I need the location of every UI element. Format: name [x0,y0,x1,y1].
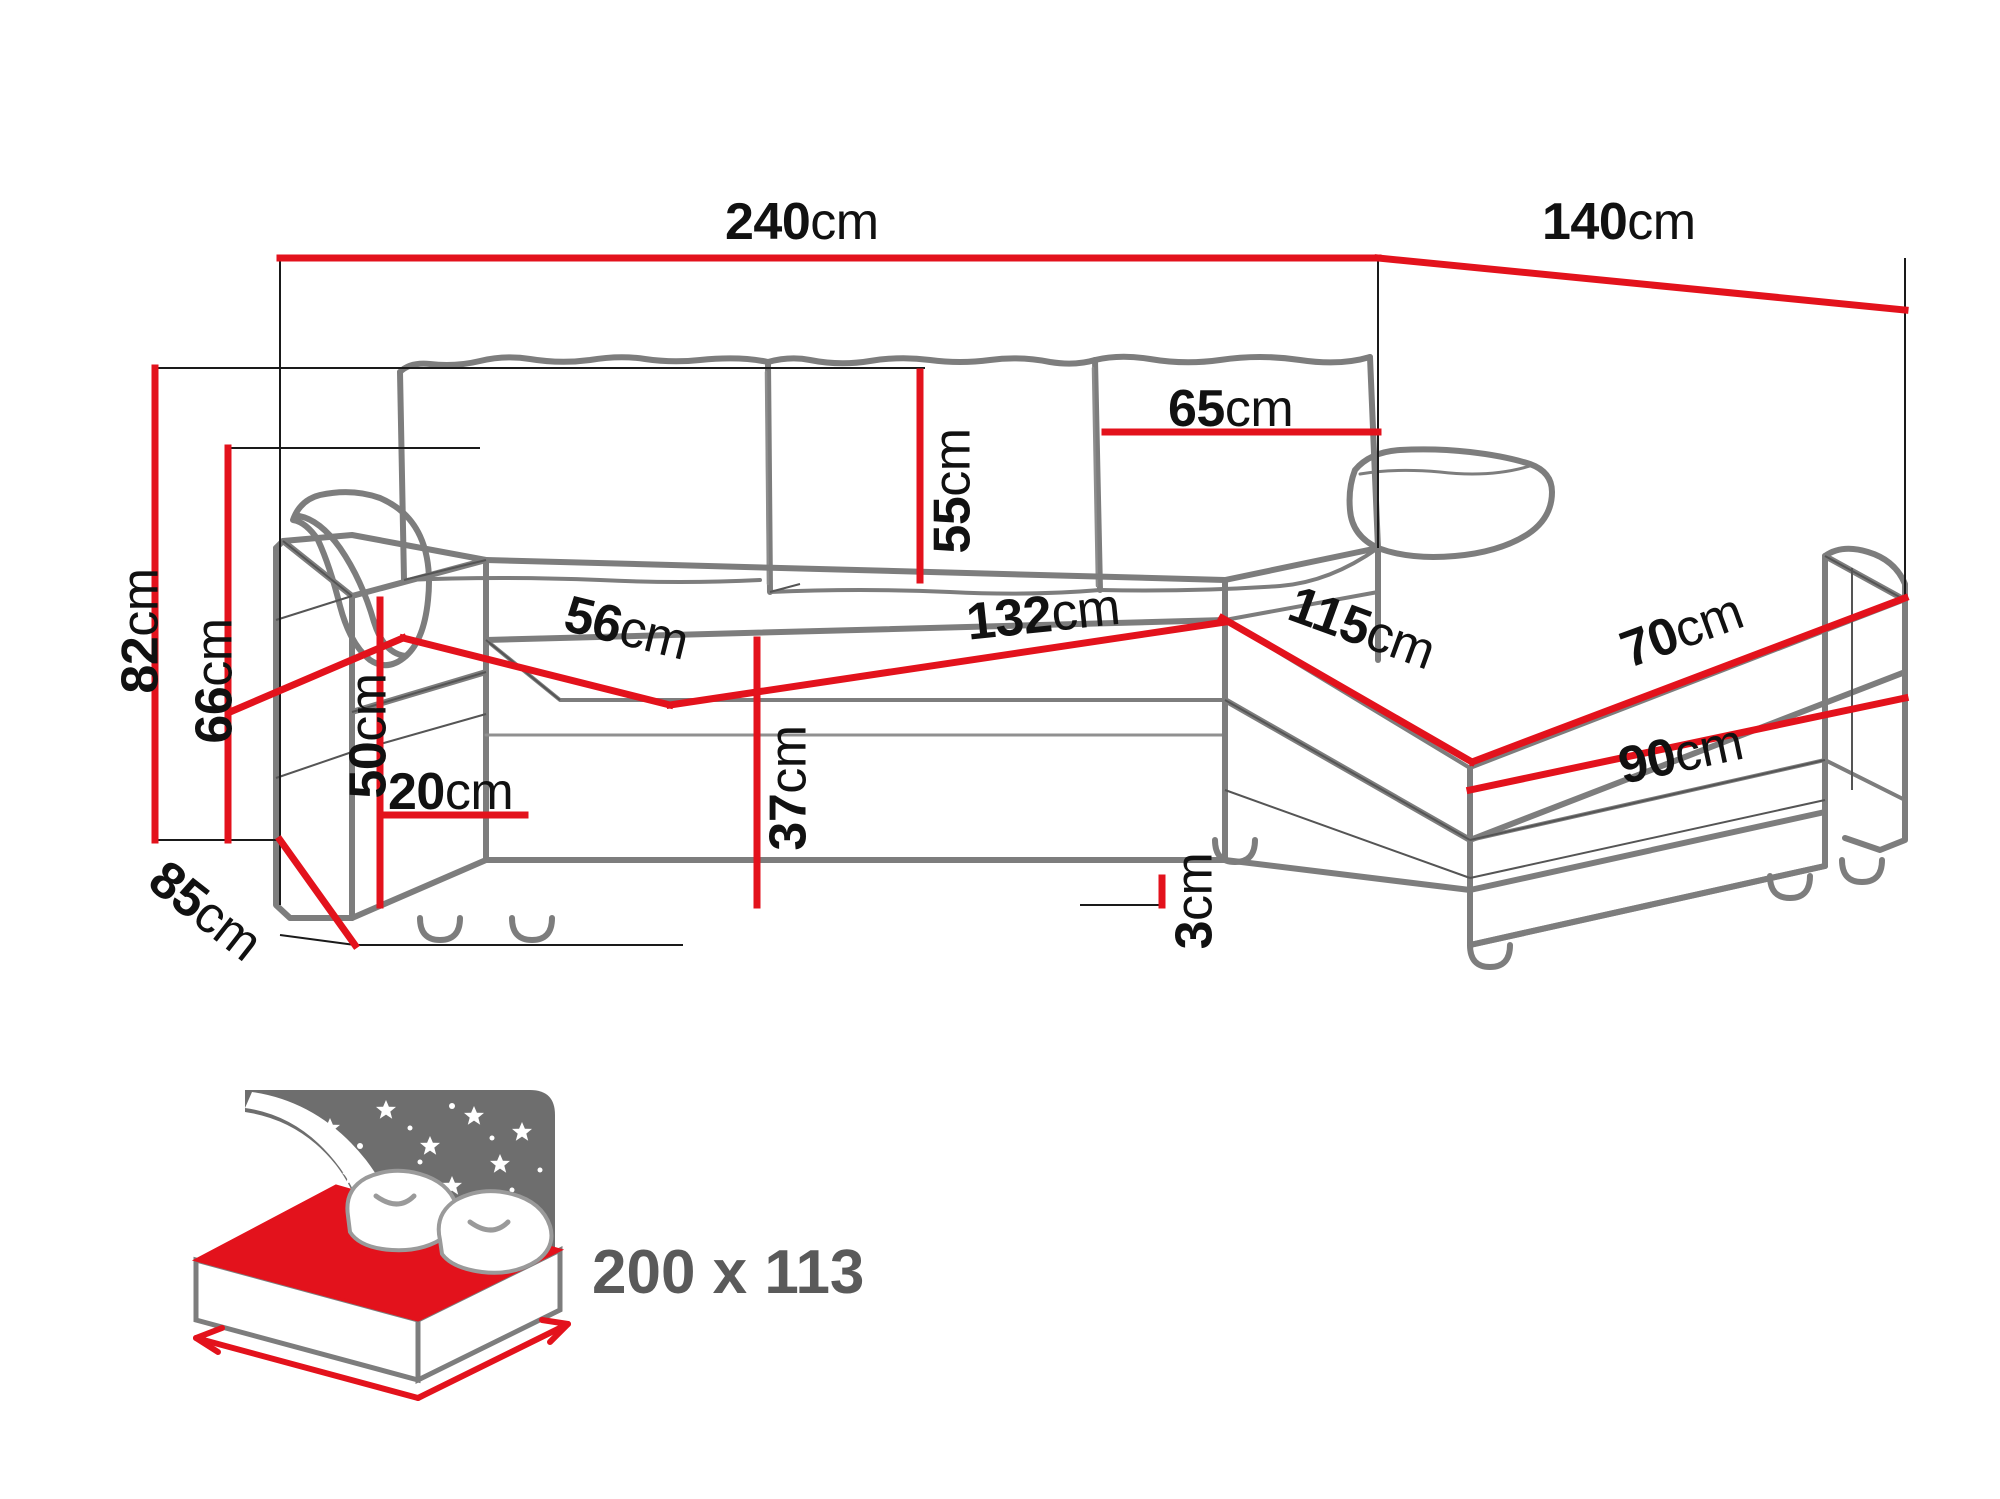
sleeping-area-label: 200 x 113 [592,1238,865,1307]
dimension-value-66: 66 [185,686,244,744]
dimension-unit-55: cm [923,428,982,497]
pillows [345,1168,554,1275]
dimension-value-82: 82 [111,636,170,694]
dimension-label-140: 140cm [1542,196,1696,248]
dimension-label-20: 20cm [388,763,514,821]
dimension-unit-65: cm [1224,380,1294,438]
dimension-unit-20: cm [444,763,514,821]
dimension-label-82: 82cm [111,568,170,694]
dimension-line-115 [1217,613,1477,767]
dimension-line-140 [1374,254,1909,314]
dimension-value-240: 240 [725,193,811,251]
dimension-value-55: 55 [923,496,982,554]
mattress-top [191,1184,565,1322]
dimension-label-50: 50cm [339,673,398,798]
dimension-line-90 [1465,693,1910,795]
dimension-unit-240: cm [810,193,879,251]
dimension-unit-140: cm [1627,193,1696,251]
dimension-unit-132: cm [1048,577,1123,643]
dimension-lines [151,254,1910,950]
dimension-label-37: 37cm [759,725,818,851]
dimension-line-56 [398,633,675,710]
dimension-value-20: 20 [388,763,445,821]
dimension-line-85 [275,835,360,950]
bed-with-night-sky-icon [191,1090,571,1401]
sofa-detail-lines [275,540,1906,879]
dimension-value-37: 37 [759,793,818,851]
dimension-label-65: 65cm [1168,380,1294,438]
dimension-value-65: 65 [1168,380,1225,438]
dimension-label-66: 66cm [185,618,244,744]
dimension-unit-3: cm [1165,852,1224,921]
sofa-outline-group [273,353,1908,970]
dimension-line-56-lead [225,633,408,717]
dimension-unit-82: cm [111,568,170,637]
dimension-line-132 [666,618,1229,709]
dimension-label-3: 3cm [1165,852,1224,950]
extension-lines [155,258,1906,946]
dimension-value-140: 140 [1542,193,1628,251]
dimension-value-132: 132 [963,585,1055,652]
dimension-unit-50: cm [339,673,398,742]
pillow-face-lines [373,1193,511,1233]
dimension-label-240: 240cm [725,196,879,248]
dimension-label-55: 55cm [923,428,982,554]
dimension-line-70 [1467,593,1910,767]
mattress-dimension-arrows [193,1317,571,1401]
dimension-unit-66: cm [185,618,244,687]
dimension-unit-37: cm [759,725,818,794]
dimension-value-3: 3 [1165,920,1224,950]
